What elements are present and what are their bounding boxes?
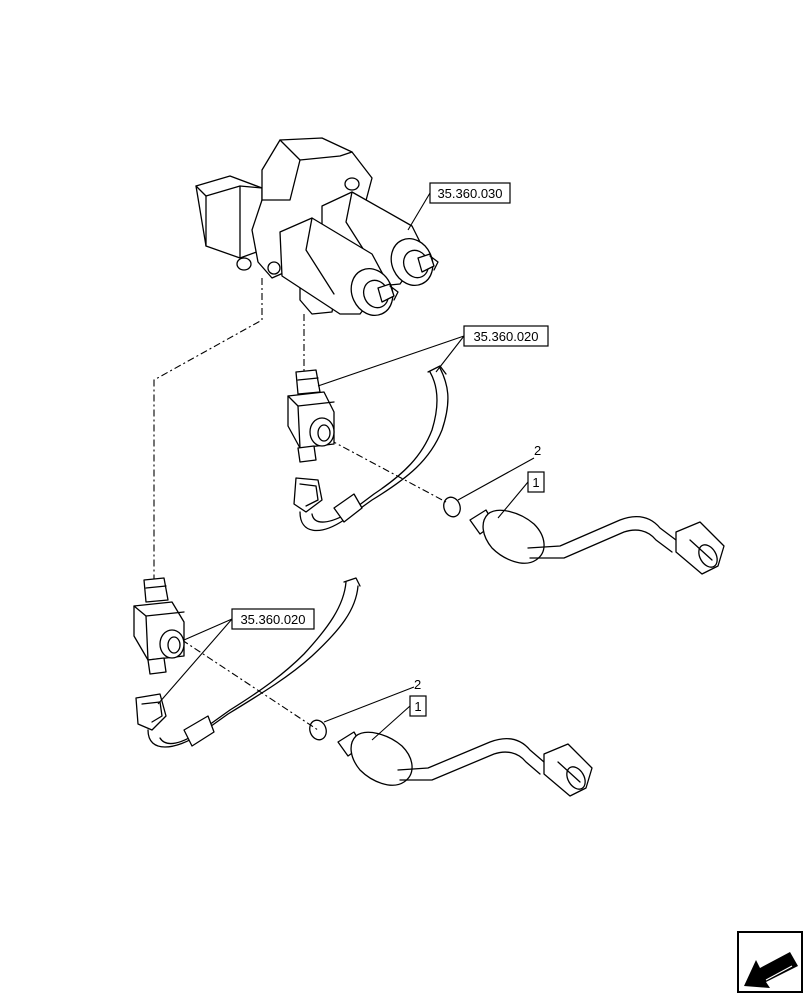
callout-lower-hose: 35.360.020 (157, 608, 315, 705)
lower-o-ring (309, 719, 327, 741)
lower-pressure-switch (337, 731, 593, 797)
callout-upper-o-ring: 2 (457, 443, 541, 501)
assembly-centerlines (153, 278, 447, 731)
valve-block-assembly (195, 137, 439, 316)
callout-upper-switch: 1 (497, 471, 545, 519)
lower-tee-fitting (133, 577, 185, 675)
previous-page-button[interactable] (736, 930, 804, 994)
upper-hose (293, 365, 449, 532)
callout-upper-hose: 35.360.020 (317, 325, 549, 387)
callout-upper-hose-label: 35.360.020 (473, 329, 538, 344)
previous-page-arrow-icon (737, 931, 803, 993)
callout-upper-o-ring-label: 2 (534, 443, 541, 458)
callout-valve-block: 35.360.030 (407, 182, 511, 231)
callout-upper-switch-label: 1 (532, 475, 539, 490)
callout-lower-hose-label: 35.360.020 (240, 612, 305, 627)
upper-o-ring (443, 496, 461, 518)
callout-lower-o-ring: 2 (323, 677, 421, 723)
callout-lower-switch: 1 (371, 695, 427, 741)
upper-tee-fitting (287, 369, 335, 463)
callout-lower-switch-label: 1 (414, 699, 421, 714)
upper-pressure-switch (469, 509, 725, 575)
callout-lower-o-ring-label: 2 (414, 677, 421, 692)
callout-valve-block-label: 35.360.030 (437, 186, 502, 201)
